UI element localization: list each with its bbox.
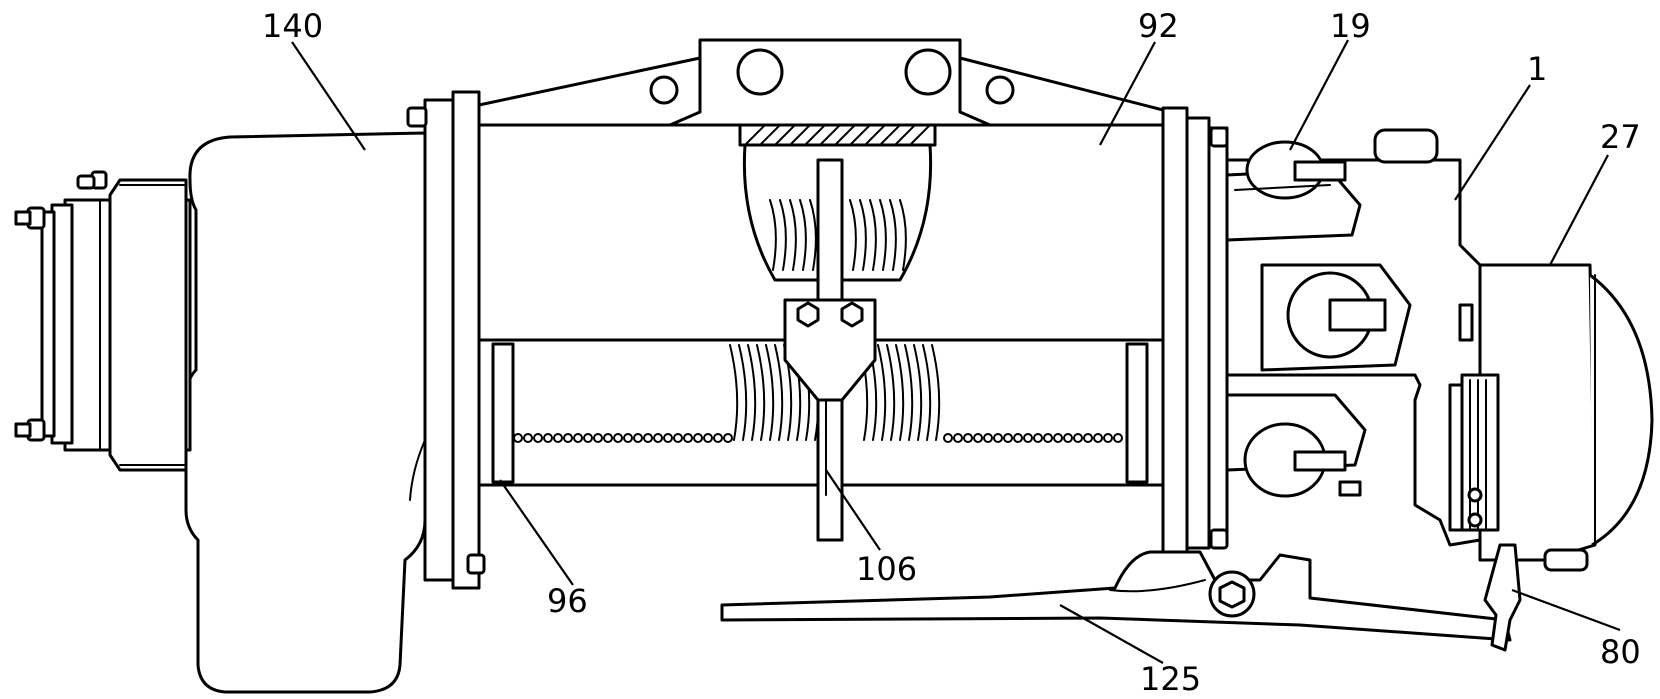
label-1: 1 [1527,50,1547,88]
drum-right-flange [1161,106,1229,560]
brake-linkage [1448,373,1500,532]
bolt-icon [14,170,108,442]
label-92: 92 [1138,7,1179,45]
label-140: 140 [262,7,323,45]
callout-labels: 140 92 19 1 27 96 106 125 80 [262,7,1641,698]
drum-left-flange [406,90,486,590]
cable-bead-row [513,433,1123,443]
label-19: 19 [1330,7,1371,45]
lever-125 [720,550,1512,642]
motor-housing-140 [14,131,427,694]
label-125: 125 [1140,660,1201,698]
bolt-icon [796,301,864,328]
leader-lines [291,39,1621,664]
gearbox-1 [1225,128,1482,547]
label-96: 96 [547,582,588,620]
pedal-80 [1483,543,1522,652]
label-27: 27 [1600,118,1641,156]
label-80: 80 [1600,633,1641,671]
end-cap-27 [1478,263,1654,572]
level-wind-guide-106 [742,143,933,542]
frame-92 [477,38,1165,147]
label-106: 106 [856,550,917,588]
